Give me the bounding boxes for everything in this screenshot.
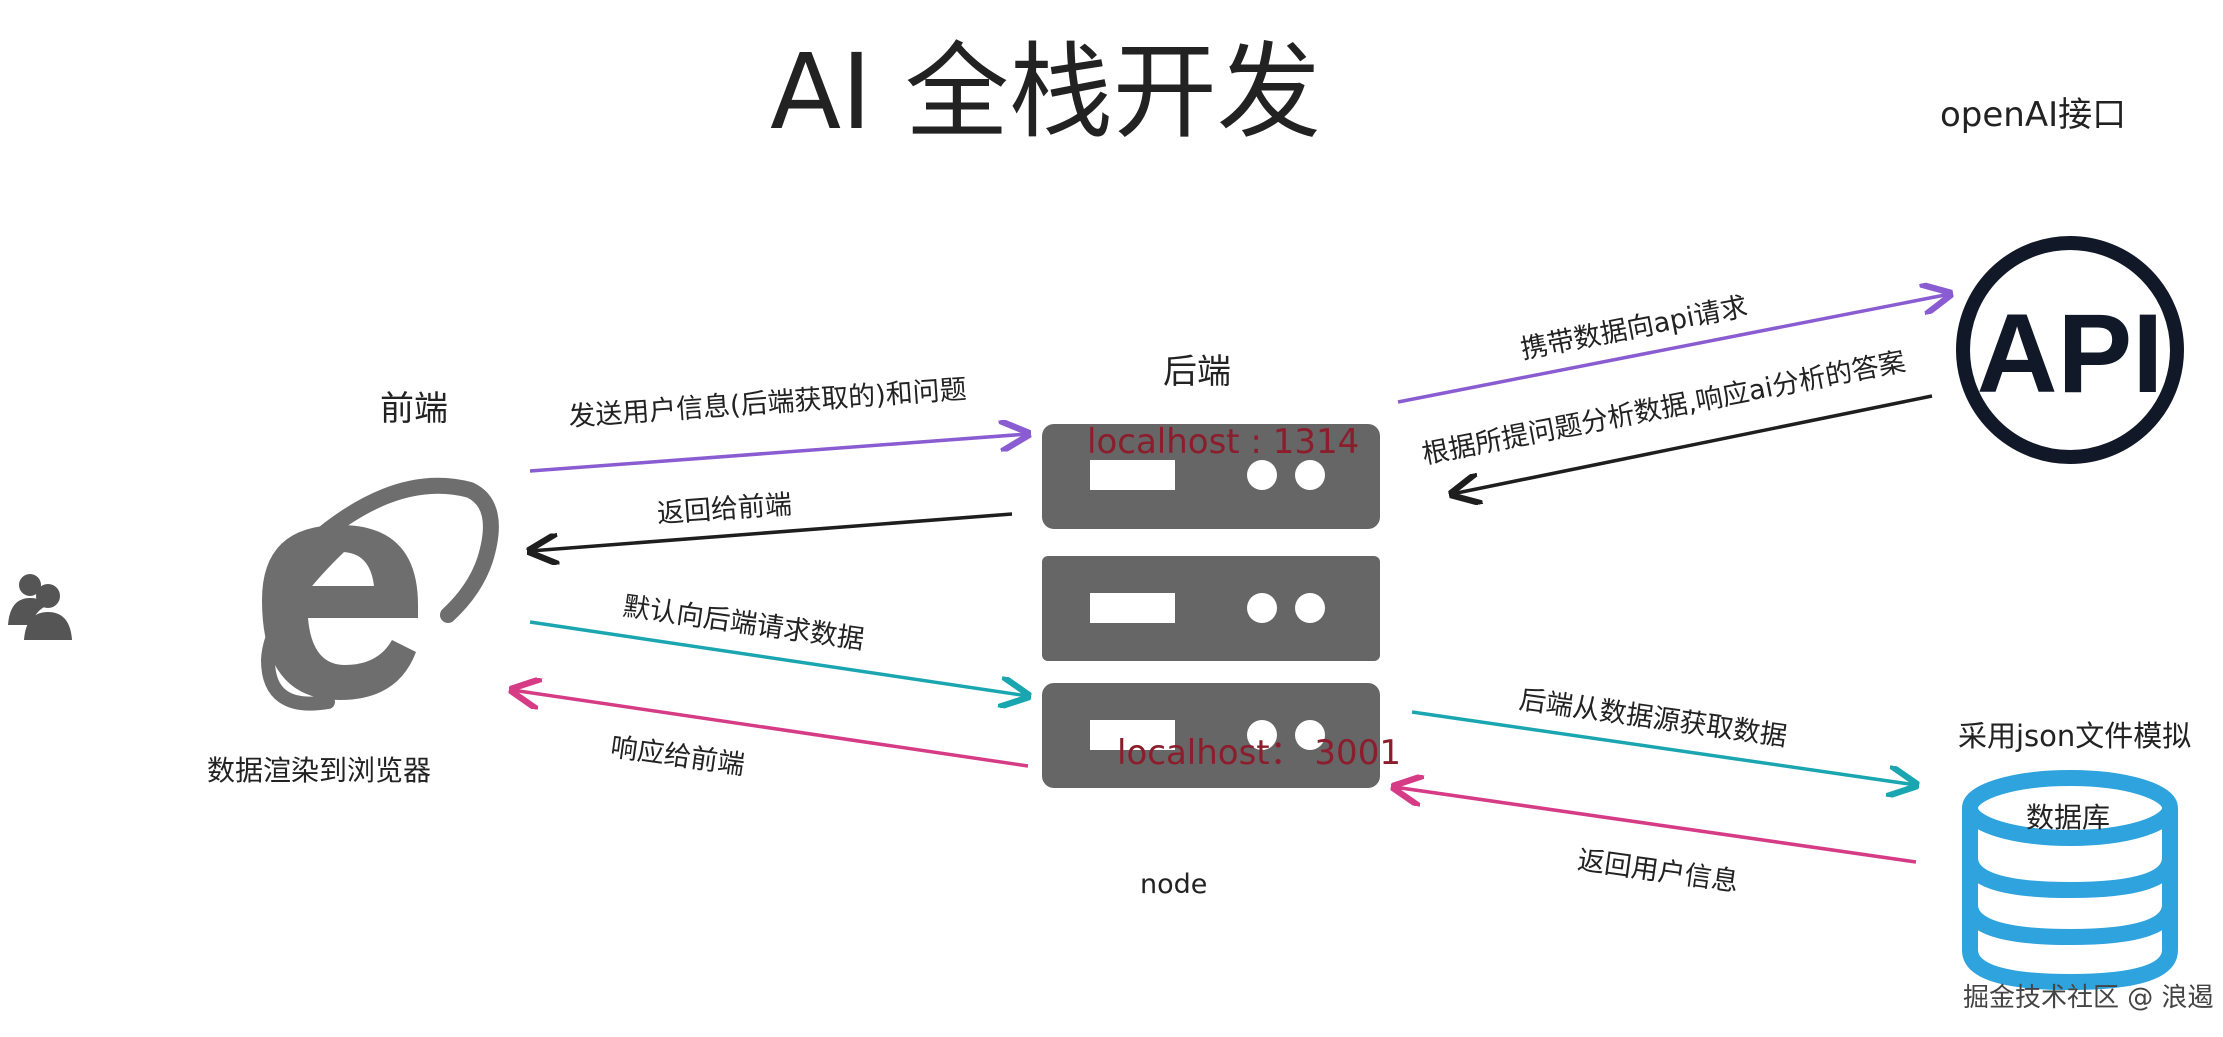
arrow-return-front [530, 512, 1013, 551]
frontend-caption: 数据渲染到浏览器 [207, 754, 432, 787]
browser-icon [260, 477, 499, 711]
arrow-default-request [529, 620, 1028, 696]
backend-label: 后端 [1163, 352, 1231, 392]
arrow-send-question [529, 434, 1028, 473]
arrow-fetch-source [1411, 710, 1916, 785]
host-bottom-label: localhost： 3001 [1117, 733, 1401, 773]
api-label: openAI接口 [1940, 95, 2127, 135]
server-stack-icon [1042, 424, 1380, 788]
database-label: 数据库 [2026, 801, 2111, 834]
host-top-label: localhost : 1314 [1087, 422, 1360, 462]
arrow-respond-front [512, 690, 1029, 768]
api-logo-icon: API [1956, 236, 2184, 464]
page-title: AI 全栈开发 [770, 31, 1321, 153]
database-caption: 采用json文件模拟 [1958, 719, 2192, 753]
frontend-label: 前端 [380, 389, 448, 429]
arrow-api-answer [1452, 394, 1933, 494]
backend-caption: node [1140, 869, 1208, 900]
database-icon [1962, 770, 2178, 991]
watermark: 掘金技术社区 @ 浪遏 [1963, 983, 2214, 1013]
users-icon [8, 574, 72, 640]
api-logo-text: API [1977, 291, 2164, 416]
arrow-return-user [1394, 787, 1917, 864]
arrow-carry-request [1397, 294, 1950, 404]
